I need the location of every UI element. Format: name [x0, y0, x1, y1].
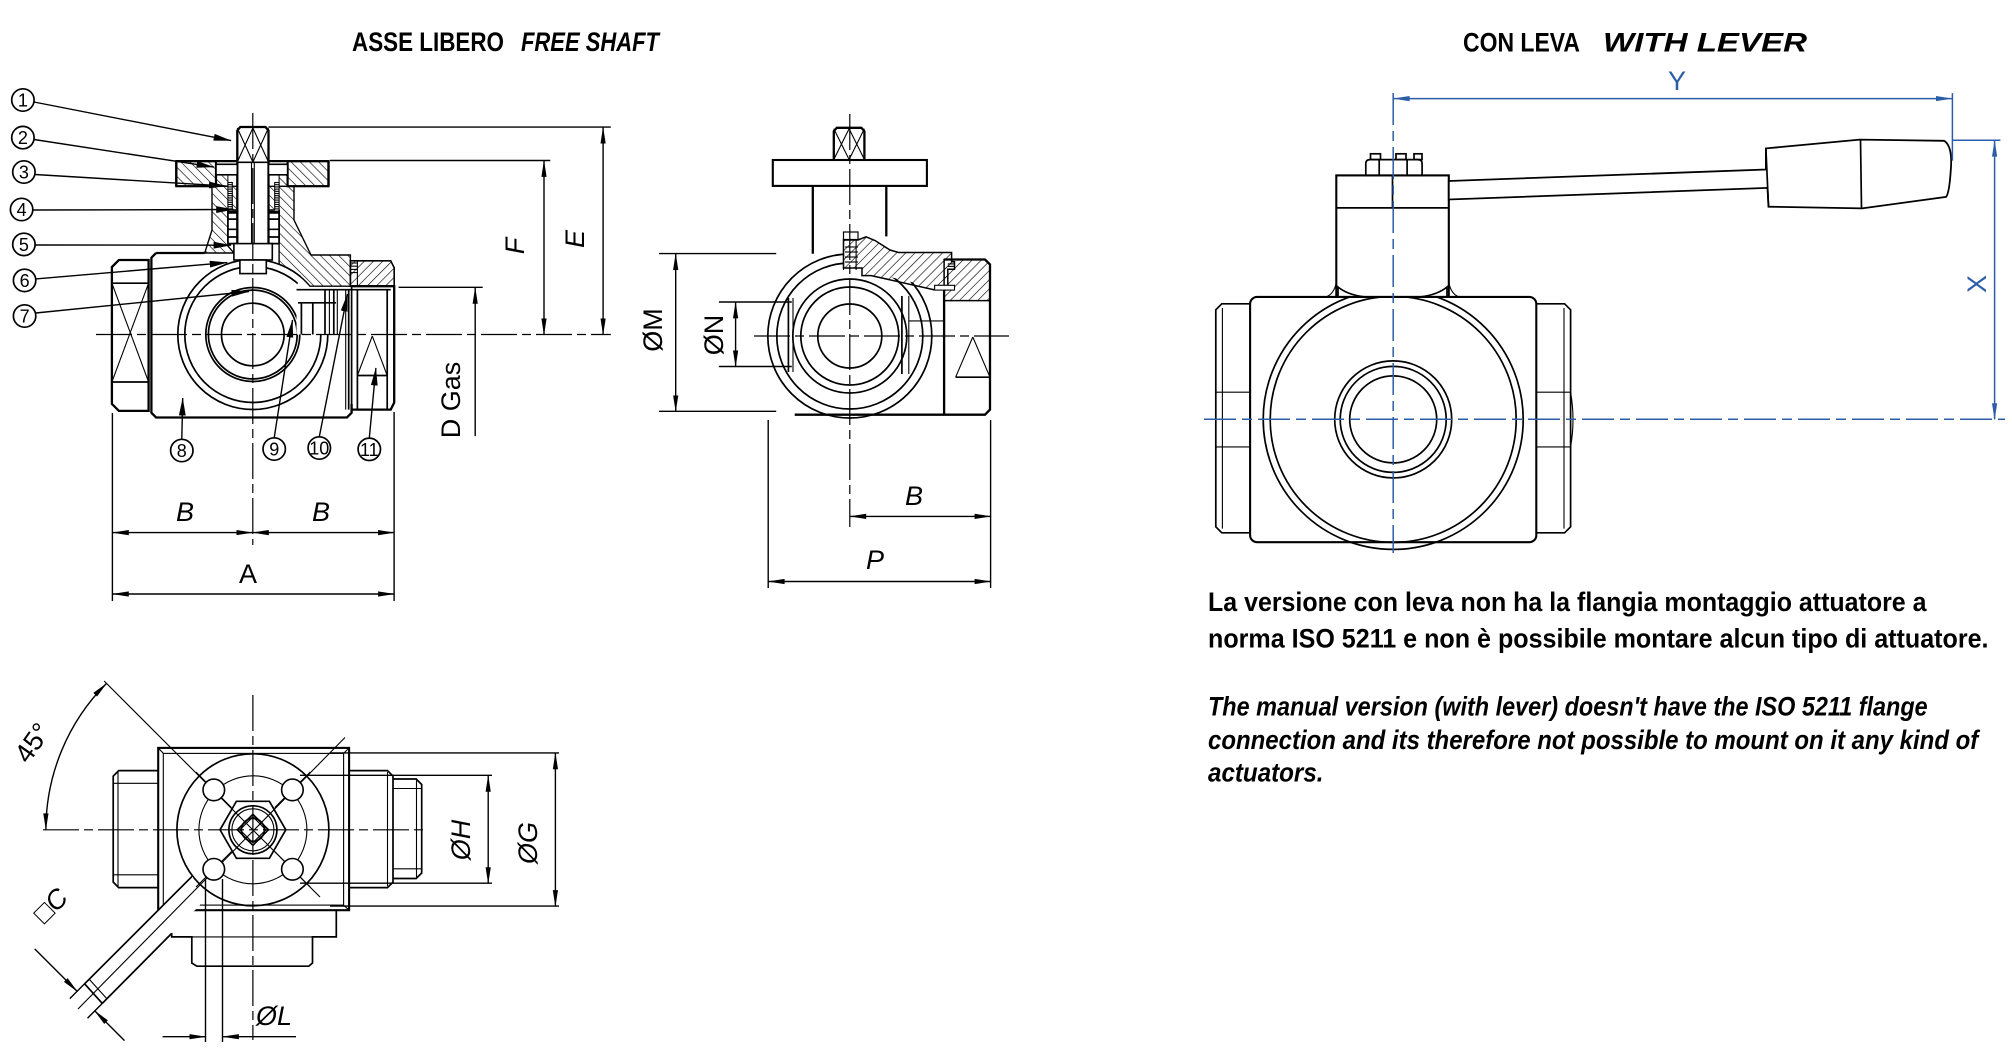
svg-text:ØH: ØH [446, 819, 476, 861]
svg-text:The manual version (with lever: The manual version (with lever) doesn't … [1208, 691, 1928, 721]
svg-text:10: 10 [309, 439, 329, 459]
svg-text:B: B [312, 497, 330, 527]
svg-text:3: 3 [19, 163, 29, 183]
svg-text:WITH LEVER: WITH LEVER [1603, 28, 1808, 58]
svg-text:B: B [905, 481, 923, 511]
svg-text:FREE SHAFT: FREE SHAFT [521, 27, 661, 57]
svg-text:ØN: ØN [699, 315, 729, 356]
svg-text:9: 9 [269, 440, 279, 460]
svg-text:11: 11 [360, 440, 379, 460]
svg-text:CON LEVA: CON LEVA [1463, 28, 1580, 58]
svg-text:ASSE LIBERO: ASSE LIBERO [352, 27, 504, 57]
svg-text:F: F [500, 236, 530, 254]
svg-text:connection and its therefore n: connection and its therefore not possibl… [1208, 725, 1981, 755]
svg-text:actuators.: actuators. [1208, 757, 1324, 787]
svg-text:X: X [1962, 275, 1992, 293]
svg-text:B: B [176, 497, 194, 527]
svg-text:ØM: ØM [638, 308, 668, 352]
svg-text:5: 5 [19, 235, 29, 255]
svg-text:D Gas: D Gas [436, 362, 466, 439]
svg-text:6: 6 [20, 271, 30, 291]
svg-text:ØG: ØG [513, 822, 543, 865]
svg-text:norma ISO 5211 e non è possibi: norma ISO 5211 e non è possibile montare… [1208, 624, 1989, 654]
svg-text:ØL: ØL [255, 1001, 292, 1031]
svg-text:4: 4 [17, 200, 27, 220]
svg-text:La versione con leva non ha la: La versione con leva non ha la flangia m… [1208, 587, 1927, 617]
svg-text:7: 7 [20, 307, 30, 327]
svg-text:1: 1 [18, 91, 28, 111]
svg-text:A: A [239, 559, 257, 589]
svg-text:8: 8 [177, 441, 187, 461]
svg-text:Y: Y [1668, 66, 1686, 96]
svg-text:45°: 45° [9, 718, 57, 769]
svg-text:P: P [866, 545, 884, 575]
svg-text:E: E [560, 229, 590, 248]
svg-text:□C: □C [27, 882, 74, 929]
svg-text:2: 2 [18, 128, 28, 148]
